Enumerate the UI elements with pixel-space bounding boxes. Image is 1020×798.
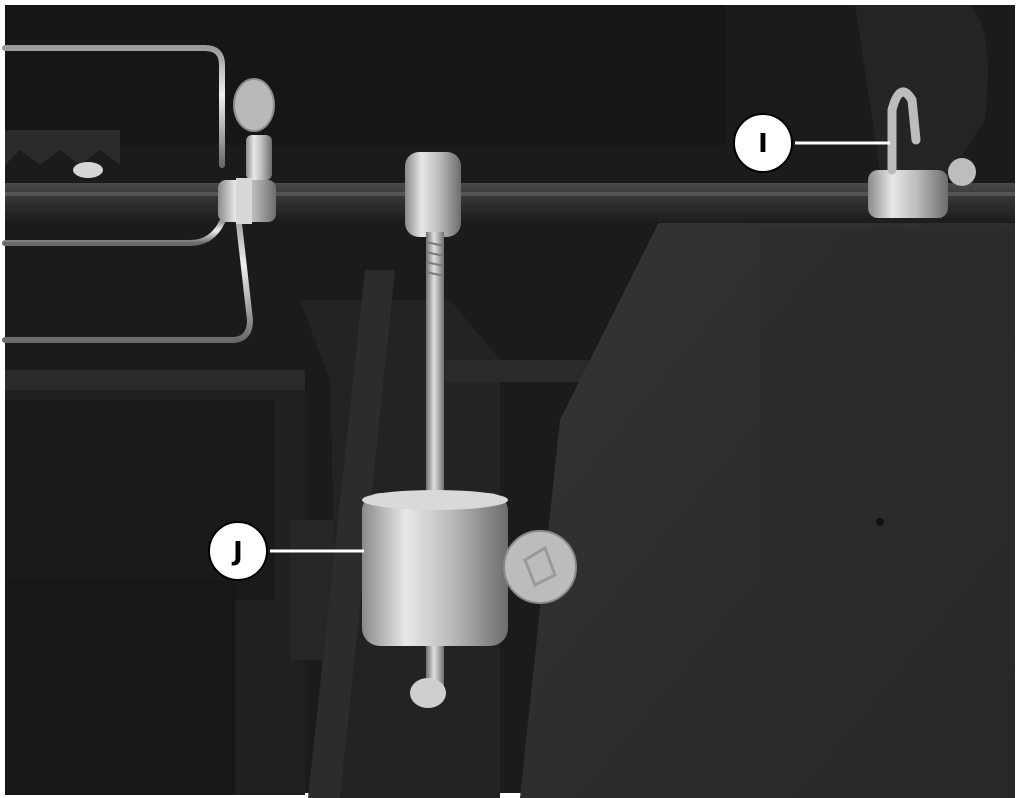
spit-rod xyxy=(5,183,1015,223)
callout-i-label: I xyxy=(758,129,768,159)
side-panel-inner xyxy=(760,230,1015,798)
weight-collar xyxy=(405,152,461,237)
fork-screw-shaft xyxy=(246,135,272,180)
spit-hook xyxy=(887,87,921,175)
weight-rod-end xyxy=(410,678,446,708)
fork-thumbscrew-icon xyxy=(233,78,275,132)
spit-fork xyxy=(2,45,254,343)
bushing-end xyxy=(948,158,976,186)
panel-screw xyxy=(876,518,884,526)
support-bar xyxy=(308,270,395,798)
counterweight-top xyxy=(362,490,508,510)
callout-j: J xyxy=(208,521,268,581)
callout-i: I xyxy=(733,113,793,173)
callout-j-label: J xyxy=(231,537,243,567)
counterweight xyxy=(362,493,508,646)
grate-teeth xyxy=(5,130,120,165)
knob-logo xyxy=(523,545,557,588)
spit-rod-highlight xyxy=(5,192,1015,196)
firebox-tray xyxy=(5,580,235,795)
spit-bushing xyxy=(868,170,948,218)
rear-bar xyxy=(440,360,590,382)
counterweight-knob-icon xyxy=(503,530,577,604)
firebox-ledge xyxy=(5,370,305,390)
grill-back-wall xyxy=(5,5,725,145)
fork-collar-band xyxy=(236,178,252,224)
grate-peg xyxy=(73,162,103,178)
weight-rod-thread xyxy=(425,241,445,277)
